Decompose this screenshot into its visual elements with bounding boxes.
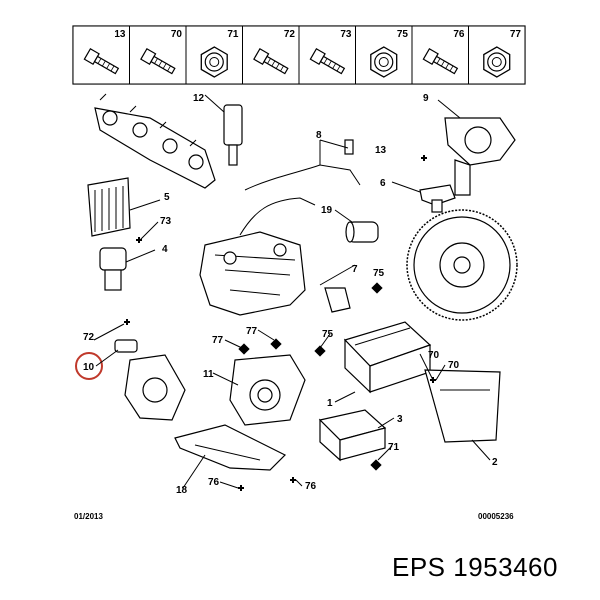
kit-cell-70: 70 xyxy=(129,25,187,85)
highlight-ring xyxy=(75,352,103,380)
bolt-icon xyxy=(309,47,346,75)
marker-plus xyxy=(124,155,436,491)
target-wheel-part xyxy=(114,339,186,421)
injector-part xyxy=(204,94,243,166)
kit-cell-number: 77 xyxy=(510,29,522,40)
relay-part xyxy=(318,409,387,462)
callout-72: 72 xyxy=(83,332,95,343)
callout-71: 71 xyxy=(388,442,400,453)
callout-77b: 77 xyxy=(246,326,258,337)
kit-strip: 13 70 71 72 73 75 76 77 xyxy=(72,25,526,85)
callout-5: 5 xyxy=(164,192,170,203)
actuator-part xyxy=(229,354,306,426)
callout-9: 9 xyxy=(423,93,429,104)
kit-cell-13: 13 xyxy=(72,25,130,85)
fuel-rail-part xyxy=(94,93,216,189)
footer-date: 01/2013 xyxy=(74,512,103,521)
ecu-part xyxy=(343,321,432,394)
kit-cell-76: 76 xyxy=(411,25,469,85)
flywheel-part xyxy=(406,209,518,321)
callout-6: 6 xyxy=(380,178,386,189)
nut-icon xyxy=(483,46,511,78)
kit-cell-number: 76 xyxy=(453,29,465,40)
callout-75: 75 xyxy=(373,268,385,279)
callout-2: 2 xyxy=(492,457,498,468)
callout-7: 7 xyxy=(352,264,358,275)
callout-12: 12 xyxy=(193,93,205,104)
callout-11: 11 xyxy=(203,369,214,380)
bolt-icon xyxy=(422,47,459,75)
kit-cell-number: 75 xyxy=(397,29,409,40)
bolt-icon xyxy=(83,47,120,75)
bolt-icon xyxy=(253,47,289,75)
engine-block-part xyxy=(199,231,306,316)
part-caption: EPS 1953460 xyxy=(392,552,558,582)
leader-lines xyxy=(93,221,491,489)
callout-4: 4 xyxy=(162,244,168,255)
callout-18: 18 xyxy=(176,485,188,496)
callout-76a: 76 xyxy=(208,477,220,488)
nut-icon xyxy=(370,46,398,78)
kit-cell-77: 77 xyxy=(468,25,526,85)
kit-cell-number: 13 xyxy=(114,29,126,40)
bracket-18-part xyxy=(174,424,287,471)
callout-8: 8 xyxy=(316,130,322,141)
kit-cell-73: 73 xyxy=(298,25,356,85)
callout-77a: 77 xyxy=(212,335,224,346)
callout-70a: 70 xyxy=(428,350,440,361)
filter-part xyxy=(87,177,161,237)
callout-3: 3 xyxy=(397,414,403,425)
sensor-7-part xyxy=(319,264,356,313)
nut-icon xyxy=(200,46,228,78)
footer-code: 00005236 xyxy=(478,512,514,521)
callout-73: 73 xyxy=(160,216,172,227)
camshaft-sensor-part xyxy=(99,247,156,291)
kit-cell-number: 73 xyxy=(340,29,352,40)
kit-cell-71: 71 xyxy=(185,25,243,85)
callout-1: 1 xyxy=(327,398,333,409)
marker-squares xyxy=(238,282,383,471)
sensor-6-part xyxy=(391,181,456,213)
kit-cell-75: 75 xyxy=(355,25,413,85)
callout-75b: 75 xyxy=(322,329,334,340)
kit-cell-number: 70 xyxy=(171,29,183,40)
coolant-pipe-part xyxy=(239,139,361,236)
kit-cell-72: 72 xyxy=(242,25,300,85)
callout-76b: 76 xyxy=(305,481,317,492)
callout-labels: 12 9 8 13 6 5 19 73 4 7 75 72 10 77 77 7… xyxy=(83,93,498,496)
kit-cell-number: 71 xyxy=(227,29,239,40)
bracket-2-part xyxy=(424,369,501,443)
thermostat-housing-part xyxy=(437,99,516,196)
callout-70b: 70 xyxy=(448,360,460,371)
callout-19: 19 xyxy=(321,205,333,216)
bolt-icon xyxy=(140,47,176,75)
kit-cell-number: 72 xyxy=(284,29,296,40)
callout-13: 13 xyxy=(375,145,387,156)
callout-10: 10 xyxy=(83,362,95,373)
sensor-19-part xyxy=(334,209,379,243)
